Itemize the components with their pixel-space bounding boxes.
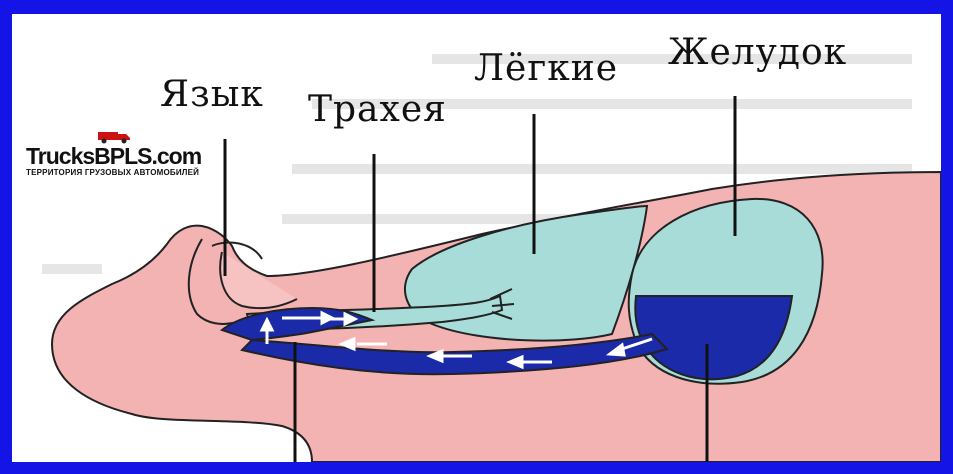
trucksbpls-logo: TrucksBPLS.com ТЕРРИТОРИЯ ГРУЗОВЫХ АВТОМ… bbox=[26, 144, 241, 177]
truck-icon bbox=[96, 128, 132, 144]
label-stomach: Желудок bbox=[668, 32, 847, 73]
label-tongue: Язык bbox=[160, 74, 264, 115]
diagram-canvas: Язык Трахея Лёгкие Желудок TrucksBPLS.co… bbox=[12, 14, 941, 462]
label-trachea: Трахея bbox=[308, 89, 447, 130]
logo-subtitle: ТЕРРИТОРИЯ ГРУЗОВЫХ АВТОМОБИЛЕЙ bbox=[26, 168, 241, 177]
logo-title: TrucksBPLS.com bbox=[26, 144, 241, 168]
label-lungs: Лёгкие bbox=[474, 48, 618, 89]
